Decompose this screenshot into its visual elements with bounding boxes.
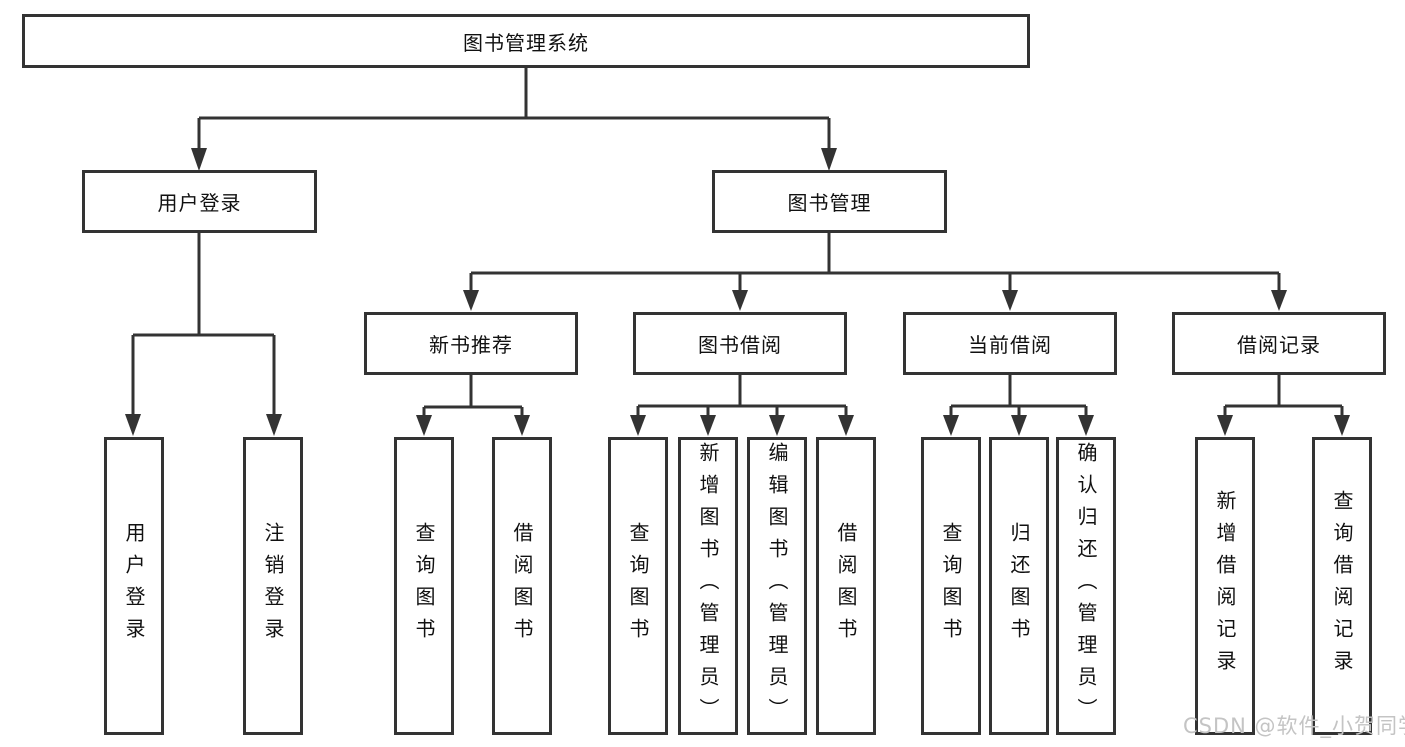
connector-records bbox=[1223, 375, 1344, 417]
node-label: 查询图书 bbox=[626, 522, 650, 650]
watermark-text: CSDN @软件_小贺同学 bbox=[1183, 714, 1405, 738]
node-label: 借阅图书 bbox=[510, 522, 534, 650]
connector-user-login bbox=[131, 233, 276, 416]
leaf-records-query: 查询借阅记录 bbox=[1312, 437, 1372, 735]
connector-new-book bbox=[422, 375, 524, 417]
node-user-login: 用户登录 bbox=[82, 170, 317, 233]
node-label: 图书管理系统 bbox=[463, 30, 589, 55]
arrowhead bbox=[769, 415, 785, 436]
node-label: 新书推荐 bbox=[429, 333, 513, 357]
node-label: 借阅记录 bbox=[1237, 333, 1321, 357]
arrowhead bbox=[125, 414, 141, 436]
node-label: 查询图书 bbox=[412, 522, 436, 650]
arrowhead bbox=[821, 148, 837, 171]
node-label: 图书借阅 bbox=[698, 333, 782, 357]
leaf-borrow-add-books-admin: 新增图书（管理员） bbox=[678, 437, 738, 735]
connector-book-borrow bbox=[636, 375, 848, 417]
node-label: 查询图书 bbox=[939, 522, 963, 650]
arrowhead bbox=[838, 415, 854, 436]
arrowhead bbox=[732, 290, 748, 311]
node-label: 新增借阅记录 bbox=[1213, 490, 1237, 682]
leaf-borrow-borrow-books: 借阅图书 bbox=[816, 437, 876, 735]
node-new-book-recommend: 新书推荐 bbox=[364, 312, 578, 375]
node-label: 查询借阅记录 bbox=[1330, 490, 1354, 682]
arrowhead bbox=[700, 415, 716, 436]
node-label: 新增图书（管理员） bbox=[696, 442, 720, 730]
arrowhead bbox=[266, 414, 282, 436]
node-library-system: 图书管理系统 bbox=[22, 14, 1030, 68]
arrowhead bbox=[1078, 415, 1094, 436]
arrowhead bbox=[943, 415, 959, 436]
node-book-borrowing: 图书借阅 bbox=[633, 312, 847, 375]
node-label: 当前借阅 bbox=[968, 333, 1052, 357]
leaf-current-return-books: 归还图书 bbox=[989, 437, 1049, 735]
arrowhead bbox=[1217, 415, 1233, 436]
node-label: 注销登录 bbox=[261, 522, 285, 650]
arrowhead bbox=[1271, 290, 1287, 311]
arrowhead bbox=[1334, 415, 1350, 436]
node-label: 图书管理 bbox=[787, 191, 872, 215]
leaf-logout: 注销登录 bbox=[243, 437, 303, 735]
arrowhead bbox=[191, 148, 207, 171]
arrowhead bbox=[514, 415, 530, 436]
connector-current-borrow bbox=[949, 375, 1088, 417]
leaf-user-login: 用户登录 bbox=[104, 437, 164, 735]
node-book-management: 图书管理 bbox=[712, 170, 947, 233]
connector-book-management bbox=[469, 233, 1281, 292]
leaf-current-confirm-return-admin: 确认归还（管理员） bbox=[1056, 437, 1116, 735]
node-label: 编辑图书（管理员） bbox=[765, 442, 789, 730]
node-label: 归还图书 bbox=[1007, 522, 1031, 650]
arrowhead bbox=[630, 415, 646, 436]
leaf-borrow-edit-books-admin: 编辑图书（管理员） bbox=[747, 437, 807, 735]
arrowhead bbox=[463, 290, 479, 311]
leaf-records-add: 新增借阅记录 bbox=[1195, 437, 1255, 735]
leaf-newbook-borrow-books: 借阅图书 bbox=[492, 437, 552, 735]
node-label: 用户登录 bbox=[157, 191, 242, 215]
arrowhead bbox=[416, 415, 432, 436]
node-current-borrowing: 当前借阅 bbox=[903, 312, 1117, 375]
node-label: 用户登录 bbox=[122, 522, 146, 650]
leaf-newbook-query-books: 查询图书 bbox=[394, 437, 454, 735]
arrowhead bbox=[1011, 415, 1027, 436]
leaf-current-query-books: 查询图书 bbox=[921, 437, 981, 735]
leaf-borrow-query-books: 查询图书 bbox=[608, 437, 668, 735]
connector-root bbox=[197, 68, 831, 150]
node-borrowing-records: 借阅记录 bbox=[1172, 312, 1386, 375]
node-label: 确认归还（管理员） bbox=[1074, 442, 1098, 730]
arrowhead bbox=[1002, 290, 1018, 311]
node-label: 借阅图书 bbox=[834, 522, 858, 650]
